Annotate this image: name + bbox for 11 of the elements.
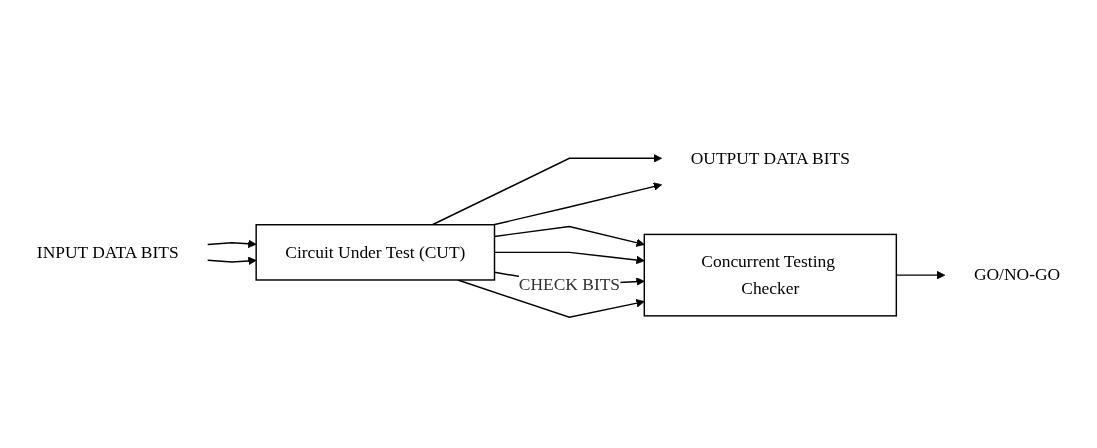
node-box: Circuit Under Test (CUT): [255, 224, 496, 281]
edge-label: CHECK BITS: [518, 274, 621, 295]
node-text: OUTPUT DATA BITS: [690, 148, 850, 168]
arrow: [457, 279, 645, 319]
arrow: [492, 182, 662, 226]
node-text: INPUT DATA BITS: [36, 242, 179, 262]
arrow: [431, 154, 662, 226]
arrow: [206, 256, 257, 266]
arrow: [206, 239, 257, 249]
node-box: Concurrent Testing Checker: [643, 233, 898, 317]
node-text: GO/NO-GO: [973, 264, 1061, 285]
